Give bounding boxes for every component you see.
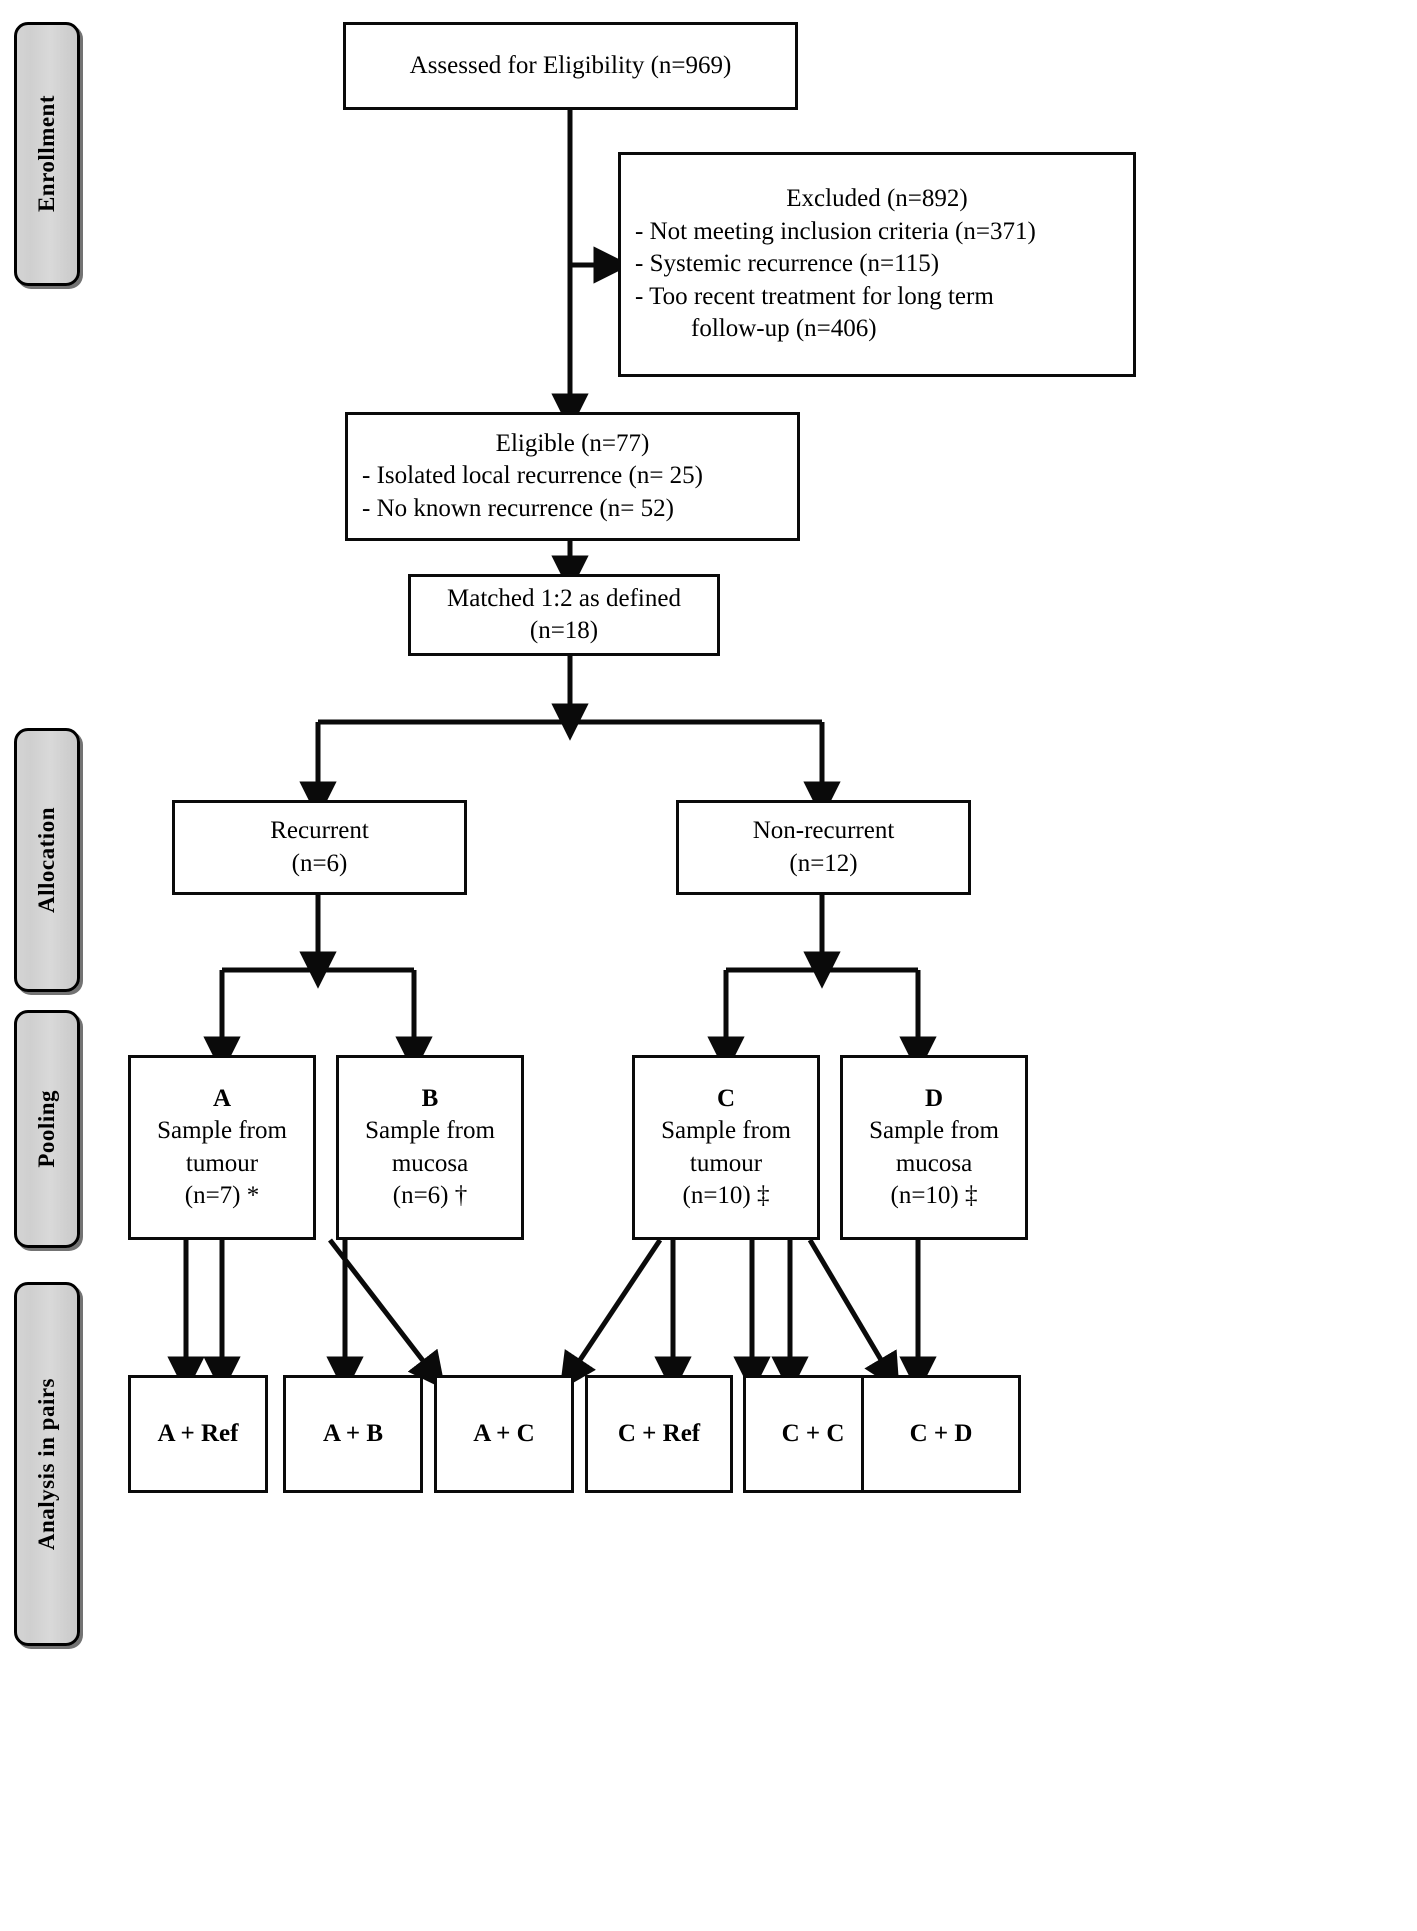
node-pair-a-ref-label: A + Ref xyxy=(157,1419,239,1447)
stage-label-enrollment-text: Enrollment xyxy=(34,95,59,213)
node-matched-line-1: Matched 1:2 as defined xyxy=(447,584,681,612)
node-pair-c-ref-label: C + Ref xyxy=(617,1419,701,1447)
node-pool-a-line-2: Sample from xyxy=(157,1117,287,1144)
node-eligible-line-3: - No known recurrence (n= 52) xyxy=(362,494,674,522)
stage-label-analysis-text: Analysis in pairs xyxy=(34,1377,59,1551)
node-eligible-line-2: - Isolated local recurrence (n= 25) xyxy=(362,462,704,490)
node-pair-a-b-label: A + B xyxy=(322,1419,384,1447)
stage-label-allocation-text: Allocation xyxy=(34,807,59,913)
node-recurrent: Recurrent (n=6) xyxy=(172,800,467,895)
stage-label-pooling-text: Pooling xyxy=(34,1090,59,1168)
node-excluded-line-5: follow-up (n=406) xyxy=(691,315,877,343)
node-recurrent-line-1: Recurrent xyxy=(270,817,369,844)
node-pair-c-ref: C + Ref xyxy=(585,1375,733,1493)
node-pool-b: B Sample from mucosa (n=6) † xyxy=(336,1055,524,1240)
stage-label-analysis: Analysis in pairs xyxy=(14,1282,80,1646)
node-pool-d-letter: D xyxy=(924,1084,944,1112)
node-pair-a-c: A + C xyxy=(434,1375,574,1493)
node-pool-a-letter: A xyxy=(212,1084,232,1112)
stage-label-pooling: Pooling xyxy=(14,1010,80,1248)
node-excluded-line-2: - Not meeting inclusion criteria (n=371) xyxy=(635,217,1036,245)
node-pool-b-line-3: mucosa xyxy=(391,1149,469,1177)
node-pair-c-d: C + D xyxy=(861,1375,1021,1493)
node-pool-c: C Sample from tumour (n=10) ‡ xyxy=(632,1055,820,1240)
node-pair-a-c-label: A + C xyxy=(473,1419,535,1447)
node-pair-a-ref: A + Ref xyxy=(128,1375,268,1493)
node-pair-a-b: A + B xyxy=(283,1375,423,1493)
node-pair-c-c: C + C xyxy=(743,1375,883,1493)
node-eligible-line-1: Eligible (n=77) xyxy=(495,429,650,457)
node-recurrent-line-2: (n=6) xyxy=(291,849,348,877)
node-excluded-line-1: Excluded (n=892) xyxy=(786,185,968,213)
node-matched-line-2: (n=18) xyxy=(529,617,599,644)
node-pool-c-letter: C xyxy=(716,1084,736,1112)
node-eligible: Eligible (n=77) - Isolated local recurre… xyxy=(345,412,800,541)
node-pool-d-line-3: mucosa xyxy=(895,1149,973,1177)
node-pool-b-count: (n=6) † xyxy=(392,1182,468,1209)
node-non-recurrent-line-2: (n=12) xyxy=(789,849,858,877)
node-pair-c-c-label: C + C xyxy=(781,1419,845,1447)
node-pool-c-line-3: tumour xyxy=(689,1149,763,1177)
stage-label-enrollment: Enrollment xyxy=(14,22,80,286)
node-matched: Matched 1:2 as defined (n=18) xyxy=(408,574,720,656)
node-pool-d-count: (n=10) ‡ xyxy=(890,1182,978,1209)
node-pool-a-count: (n=7) * xyxy=(184,1182,260,1209)
node-assessed-for-eligibility: Assessed for Eligibility (n=969) xyxy=(343,22,798,110)
node-non-recurrent: Non-recurrent (n=12) xyxy=(676,800,971,895)
node-excluded: Excluded (n=892) - Not meeting inclusion… xyxy=(618,152,1136,377)
node-excluded-line-4: - Too recent treatment for long term xyxy=(635,282,994,310)
node-pool-b-line-2: Sample from xyxy=(365,1117,495,1144)
node-pair-c-d-label: C + D xyxy=(909,1419,973,1447)
node-pool-a-line-3: tumour xyxy=(185,1149,259,1177)
node-pool-d: D Sample from mucosa (n=10) ‡ xyxy=(840,1055,1028,1240)
node-assessed-line-1: Assessed for Eligibility (n=969) xyxy=(409,51,732,79)
node-non-recurrent-line-1: Non-recurrent xyxy=(752,817,895,844)
node-excluded-line-3: - Systemic recurrence (n=115) xyxy=(635,250,940,278)
node-pool-a: A Sample from tumour (n=7) * xyxy=(128,1055,316,1240)
node-pool-d-line-2: Sample from xyxy=(869,1117,999,1144)
node-pool-c-line-2: Sample from xyxy=(661,1117,791,1144)
node-pool-c-count: (n=10) ‡ xyxy=(682,1182,770,1209)
stage-label-allocation: Allocation xyxy=(14,728,80,992)
node-pool-b-letter: B xyxy=(421,1084,439,1112)
